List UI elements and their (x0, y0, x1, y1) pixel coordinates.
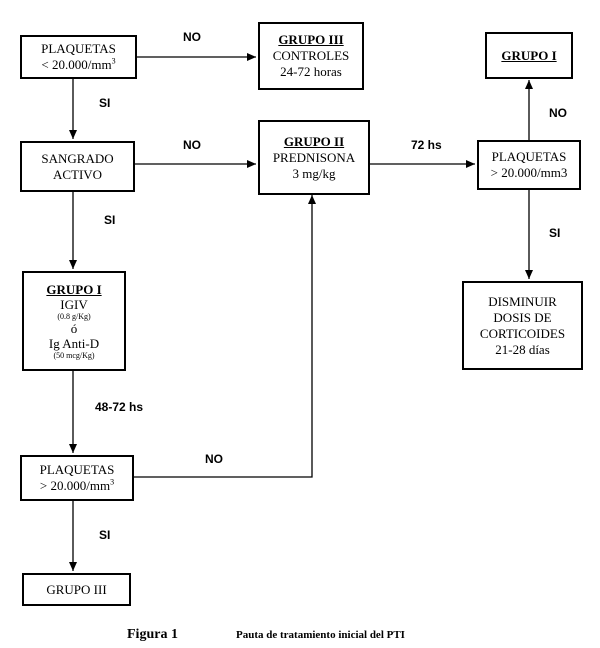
node-plaquetas-high-right: PLAQUETAS > 20.000/mm3 (477, 140, 581, 190)
edge-label-no-right: NO (549, 106, 567, 120)
node-grupo2-prednisona: GRUPO II PREDNISONA 3 mg/kg (258, 120, 370, 195)
node-grupo1-title: GRUPO I (46, 282, 102, 297)
edge-label-no-mid: NO (183, 138, 201, 152)
edge-label-si-3: SI (99, 528, 111, 542)
node-plaquetas-high-left-sup: 3 (110, 477, 115, 487)
edge-label-no-top: NO (183, 30, 201, 44)
edge-label-si-2: SI (104, 213, 116, 227)
node-grupo1-right-title: GRUPO I (501, 47, 557, 63)
node-grupo1-igiv: IGIV (60, 297, 88, 312)
node-plaquetas-high-right-line1: PLAQUETAS (491, 149, 567, 164)
edge-label-si-right: SI (549, 226, 561, 240)
node-grupo1-right: GRUPO I (485, 32, 573, 79)
caption-text: Pauta de tratamiento inicial del PTI (236, 629, 405, 641)
node-plaquetas-low-line1: PLAQUETAS (41, 41, 116, 56)
node-grupo1-tratamiento: GRUPO I IGIV (0.8 g/Kg) ó Ig Anti-D (50 … (22, 271, 126, 371)
node-plaquetas-high-left-line1: PLAQUETAS (39, 462, 115, 477)
node-grupo3-final: GRUPO III (22, 573, 131, 606)
node-disminuir-line2: DOSIS DE (493, 309, 552, 325)
node-disminuir-line4: 21-28 días (495, 341, 550, 357)
arrow-plaquetas2-to-grupo2 (134, 195, 316, 478)
node-grupo1-antid: Ig Anti-D (48, 336, 100, 351)
node-grupo3-final-label: GRUPO III (46, 581, 107, 597)
node-disminuir-line3: CORTICOIDES (479, 325, 566, 341)
edge-label-48-72hs: 48-72 hs (95, 400, 144, 414)
node-plaquetas-high-right-line2: > 20.000/mm3 (490, 165, 568, 180)
node-grupo3-controles-line: CONTROLES (272, 48, 350, 63)
node-disminuir-dosis: DISMINUIR DOSIS DE CORTICOIDES 21-28 día… (462, 281, 583, 370)
caption-figure-number: Figura 1 (127, 627, 178, 642)
node-plaquetas-high-left-line2: > 20.000/mm (39, 478, 111, 493)
node-grupo3-controles: GRUPO III CONTROLES 24-72 horas (258, 22, 364, 90)
edge-label-72hs: 72 hs (411, 138, 442, 152)
node-grupo2-dose: 3 mg/kg (292, 165, 336, 181)
node-grupo1-or: ó (70, 321, 78, 336)
node-plaquetas-low: PLAQUETAS < 20.000/mm3 (20, 35, 137, 79)
node-grupo2-prednisona-line: PREDNISONA (272, 149, 356, 165)
node-sangrado-line2: ACTIVO (52, 166, 103, 182)
edge-label-no-bottom: NO (205, 452, 223, 466)
node-grupo3-horas: 24-72 horas (280, 64, 342, 79)
node-sangrado-line1: SANGRADO (41, 150, 114, 166)
node-grupo2-title: GRUPO II (283, 133, 345, 149)
edge-label-si-1: SI (99, 96, 111, 110)
node-plaquetas-low-sup: 3 (111, 56, 116, 66)
node-sangrado-activo: SANGRADO ACTIVO (20, 141, 135, 192)
node-plaquetas-low-line2: < 20.000/mm (41, 57, 112, 72)
node-grupo1-dose2: (50 mcg/Kg) (53, 351, 95, 360)
node-grupo1-dose1: (0.8 g/Kg) (57, 312, 91, 321)
node-grupo3-title: GRUPO III (278, 32, 344, 47)
node-plaquetas-high-left: PLAQUETAS > 20.000/mm3 (20, 455, 134, 501)
node-disminuir-line1: DISMINUIR (488, 293, 557, 309)
